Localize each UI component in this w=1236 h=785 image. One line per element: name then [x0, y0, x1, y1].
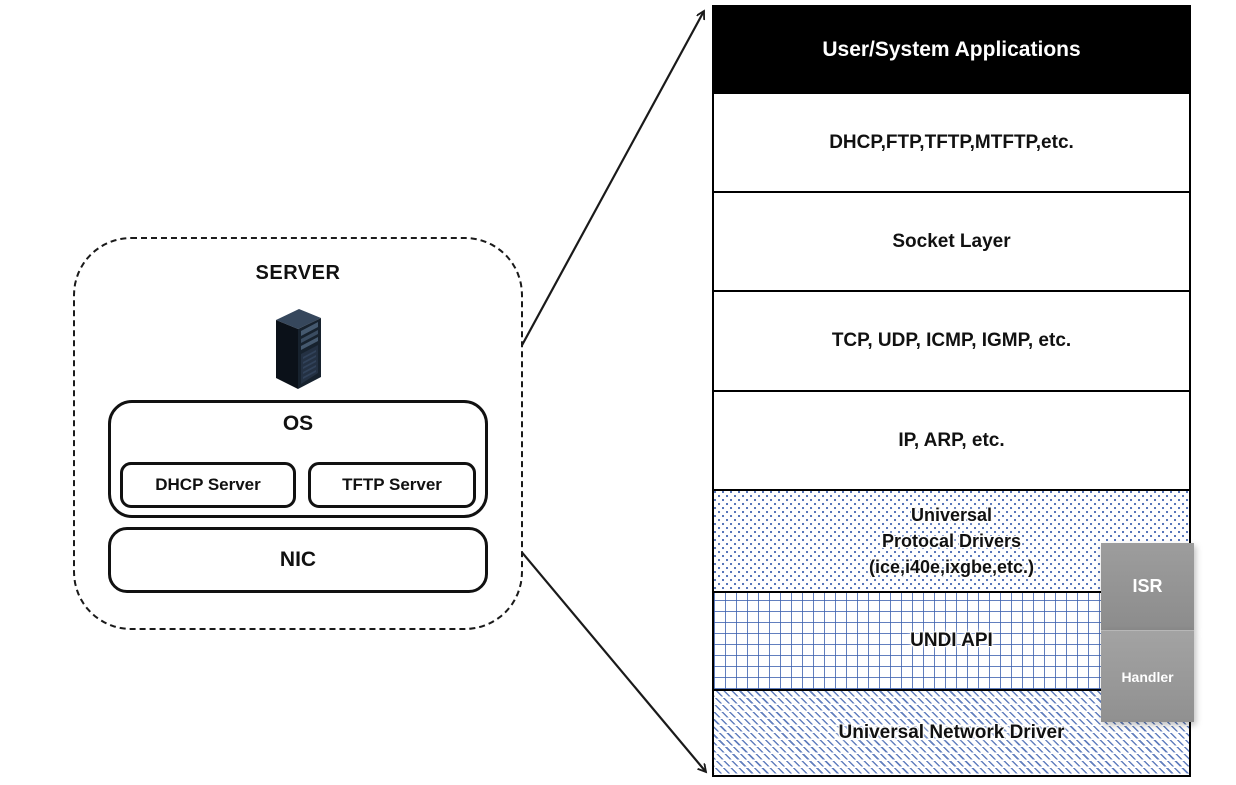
stack-layer-socket-layer: Socket Layer	[714, 193, 1189, 292]
stack-layer-user-system-applications: User/System Applications	[714, 7, 1189, 94]
dhcp-server-label: DHCP Server	[155, 475, 261, 494]
handler-box: Handler	[1101, 630, 1194, 722]
handler-label: Handler	[1121, 668, 1174, 685]
stack-layer-label: IP, ARP, etc.	[898, 429, 1005, 451]
stack-layer-label-line: Protocal Drivers	[881, 531, 1022, 551]
isr-label: ISR	[1132, 576, 1163, 596]
os-label: OS	[282, 412, 314, 435]
stack-layer-label: UNDI API	[910, 630, 993, 651]
stack-layer-label-line: (ice,i40e,ixgbe,etc.)	[868, 557, 1035, 577]
stack-layer-label: TCP, UDP, ICMP, IGMP, etc.	[831, 330, 1072, 351]
server-title: SERVER	[255, 262, 341, 284]
stack-layer-transport-protocols: TCP, UDP, ICMP, IGMP, etc.	[714, 292, 1189, 392]
stack-layer-label: DHCP,FTP,TFTP,MTFTP,etc.	[829, 131, 1074, 153]
stack-layer-label: User/System Applications	[822, 37, 1081, 61]
nic-label: NIC	[279, 548, 317, 571]
server-tower-icon	[266, 303, 330, 393]
stack-layer-label-line: Universal	[910, 505, 993, 525]
stack-layer-network-protocols: IP, ARP, etc.	[714, 392, 1189, 491]
stack-layer-app-protocols: DHCP,FTP,TFTP,MTFTP,etc.	[714, 94, 1189, 193]
nic-box: NIC	[108, 527, 488, 593]
stack-layer-label: Universal Network Driver	[838, 722, 1065, 743]
os-box: OS DHCP Server TFTP Server	[108, 400, 488, 518]
isr-box: ISR	[1101, 543, 1194, 630]
stack-layer-label: Socket Layer	[892, 230, 1011, 252]
tftp-server-label: TFTP Server	[342, 475, 442, 494]
dhcp-server-box: DHCP Server	[120, 462, 296, 508]
tftp-server-box: TFTP Server	[308, 462, 476, 508]
